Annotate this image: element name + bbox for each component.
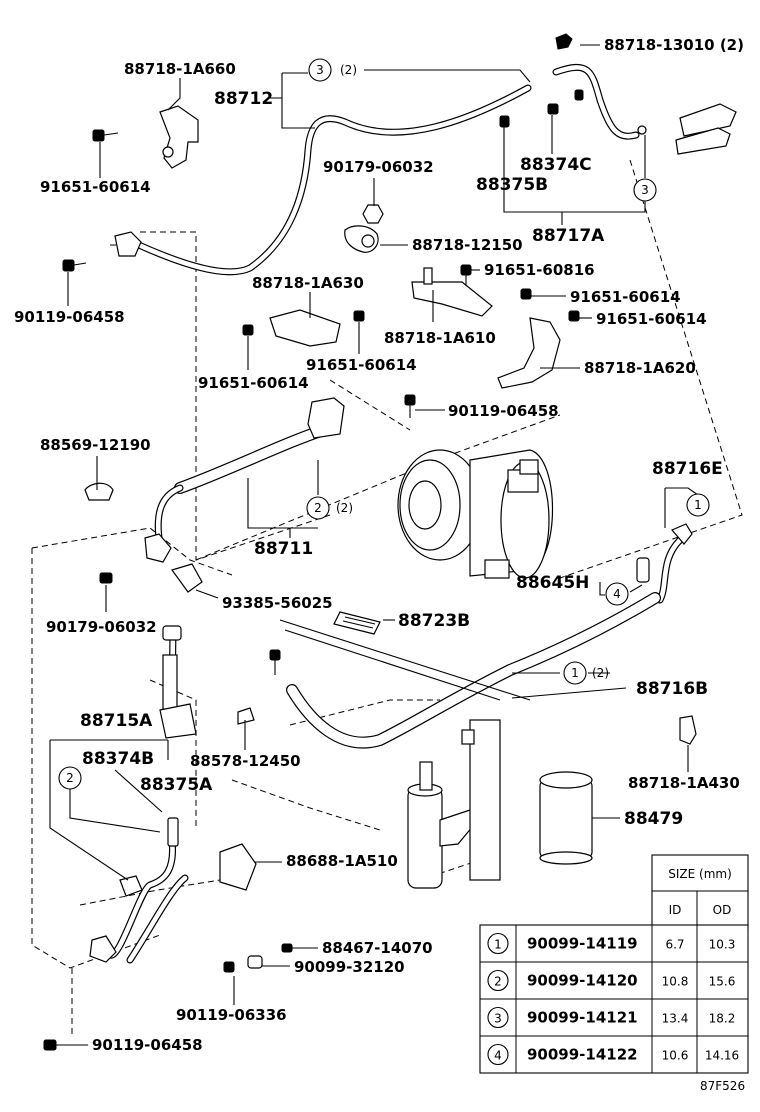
label-90119-06458-b: 90119-06458: [448, 402, 559, 420]
label-88711: 88711: [254, 539, 313, 559]
label-qty-2-mid: (2): [336, 501, 353, 515]
label-91651-60816: 91651-60816: [484, 261, 595, 279]
label-91651-60614-e: 91651-60614: [198, 374, 309, 392]
label-88718-1A610: 88718-1A610: [384, 329, 496, 347]
label-qty-2-top: (2): [340, 63, 357, 77]
table-row-number-circle: [487, 1043, 509, 1066]
label-88716B: 88716B: [636, 679, 708, 699]
label-88718-1A620: 88718-1A620: [584, 359, 696, 377]
table-row-number: 4: [494, 1049, 502, 1063]
label-90119-06336: 90119-06336: [176, 1006, 287, 1024]
label-88479: 88479: [624, 809, 683, 829]
label-90179-06032-left: 90179-06032: [46, 618, 157, 636]
figure-code: 87F526: [700, 1079, 745, 1093]
label-90179-06032-top: 90179-06032: [323, 158, 434, 176]
table-id-header: ID: [669, 903, 682, 917]
label-91651-60614-c: 91651-60614: [596, 310, 707, 328]
label-88718-1A660: 88718-1A660: [124, 60, 236, 78]
table-row-number-circle: [487, 932, 509, 955]
label-88715A: 88715A: [80, 711, 153, 731]
label-88718-1A630: 88718-1A630: [252, 274, 364, 292]
label-88718-1A430: 88718-1A430: [628, 774, 740, 792]
table-row-id: 10.6: [662, 1049, 689, 1063]
label-88569-12190: 88569-12190: [40, 436, 151, 454]
callout-circles: 3 3 2 1 4 1 2: [58, 58, 710, 790]
label-88688-1A510: 88688-1A510: [286, 852, 398, 870]
label-88375A: 88375A: [140, 775, 213, 795]
label-88645H: 88645H: [516, 573, 589, 593]
callout-2-left: 2: [66, 771, 74, 785]
part-shapes: [43, 33, 737, 1051]
callout-4-right: 4: [613, 587, 621, 601]
table-row-part-number: 90099-14119: [527, 935, 638, 953]
table-row-number: 2: [494, 975, 502, 989]
table-row-od: 14.16: [705, 1049, 739, 1063]
label-90119-06458-c: 90119-06458: [92, 1036, 203, 1054]
label-88723B: 88723B: [398, 611, 470, 631]
oring-size-table: SIZE (mm) ID OD 1 90099-14119 6.7 10.3 2 9009…: [479, 854, 749, 1074]
table-row-number-circle: [487, 1006, 509, 1029]
callout-3-right: 3: [641, 183, 649, 197]
label-88374C: 88374C: [520, 155, 592, 175]
label-88374B: 88374B: [82, 749, 154, 769]
oil-can: [539, 771, 593, 865]
table-row-part-number: 90099-14120: [527, 972, 638, 990]
label-91651-60614-d: 91651-60614: [306, 356, 417, 374]
table-row-od: 15.6: [709, 975, 736, 989]
callout-1-mid: 1: [571, 666, 579, 680]
pipes: [106, 63, 684, 964]
table-row-id: 13.4: [662, 1012, 689, 1026]
receiver-dryer: [407, 719, 501, 889]
label-88375B: 88375B: [476, 175, 548, 195]
table-row-od: 10.3: [709, 938, 736, 952]
label-qty-2-lower: (2): [592, 666, 609, 680]
table-row-number: 3: [494, 1012, 502, 1026]
label-88718-13010: 88718-13010 (2): [604, 36, 744, 54]
leader-lines: [49, 44, 699, 1046]
callout-1-right: 1: [694, 498, 702, 512]
part-labels: 88718-13010 (2) 88718-1A660 88712 (2) 90…: [14, 36, 745, 1093]
label-88578-12450: 88578-12450: [190, 752, 301, 770]
label-88718-12150: 88718-12150: [412, 236, 523, 254]
table-row-part-number: 90099-14122: [527, 1046, 638, 1064]
callout-2-mid: 2: [314, 501, 322, 515]
table-rows: 1 90099-14119 6.7 10.3 2 90099-14120 10.8 15.6 3…: [487, 932, 739, 1066]
label-88712: 88712: [214, 89, 273, 109]
table-row-id: 6.7: [665, 938, 684, 952]
label-91651-60614-b: 91651-60614: [570, 288, 681, 306]
label-91651-60614-a: 91651-60614: [40, 178, 151, 196]
table-row-id: 10.8: [662, 975, 689, 989]
table-size-header: SIZE (mm): [668, 867, 732, 881]
label-88716E: 88716E: [652, 459, 723, 479]
label-90099-32120: 90099-32120: [294, 958, 405, 976]
table-row-od: 18.2: [709, 1012, 736, 1026]
label-88717A: 88717A: [532, 226, 605, 246]
label-90119-06458-a: 90119-06458: [14, 308, 125, 326]
table-row-number-circle: [487, 969, 509, 992]
label-88467-14070: 88467-14070: [322, 939, 433, 957]
table-row-part-number: 90099-14121: [527, 1009, 638, 1027]
label-93385-56025: 93385-56025: [222, 594, 333, 612]
compressor: [397, 449, 553, 579]
callout-3-top: 3: [316, 63, 324, 77]
table-row-number: 1: [494, 938, 502, 952]
table-od-header: OD: [713, 903, 732, 917]
